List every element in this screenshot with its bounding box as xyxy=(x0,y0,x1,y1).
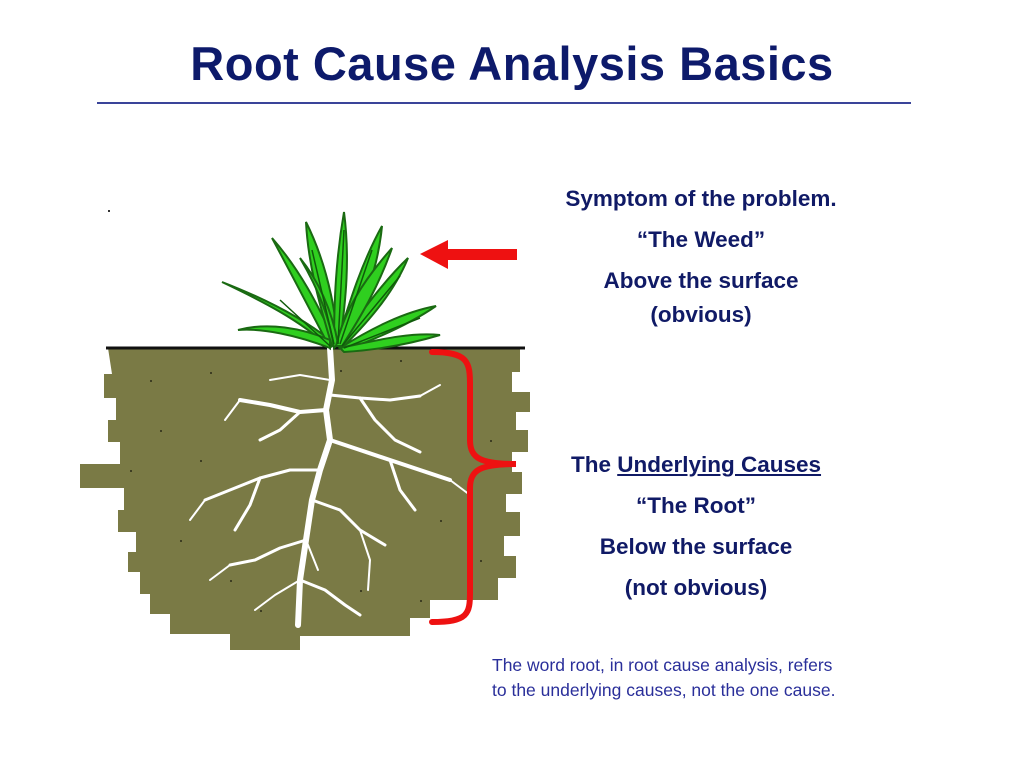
footnote: The word root, in root cause analysis, r… xyxy=(492,653,932,703)
title-underline xyxy=(97,102,911,104)
symptom-line-4: (obvious) xyxy=(650,302,752,327)
slide-title: Root Cause Analysis Basics xyxy=(190,37,834,90)
soil-block xyxy=(80,348,530,650)
cause-line-3: Below the surface xyxy=(599,534,793,559)
roots xyxy=(189,345,471,628)
symptom-line-1: Symptom of the problem. xyxy=(565,186,837,211)
footnote-line-1: The word root, in root cause analysis, r… xyxy=(492,655,833,675)
cause-line-1: The Underlying Causes xyxy=(510,452,882,477)
cause-line-1-prefix: The xyxy=(570,452,618,477)
weed-plant xyxy=(221,211,441,354)
brace-icon xyxy=(429,349,517,625)
arrow-to-weed-icon xyxy=(420,240,517,269)
symptom-line-3: Above the surface xyxy=(603,268,799,293)
cause-line-4: (not obvious) xyxy=(624,575,768,600)
footnote-line-2: to the underlying causes, not the one ca… xyxy=(492,680,836,700)
speck xyxy=(108,210,110,212)
symptom-line-2: “The Weed” xyxy=(636,227,766,252)
cause-line-2: “The Root” xyxy=(636,493,756,518)
cause-line-1-underlined: Underlying Causes xyxy=(617,452,822,477)
